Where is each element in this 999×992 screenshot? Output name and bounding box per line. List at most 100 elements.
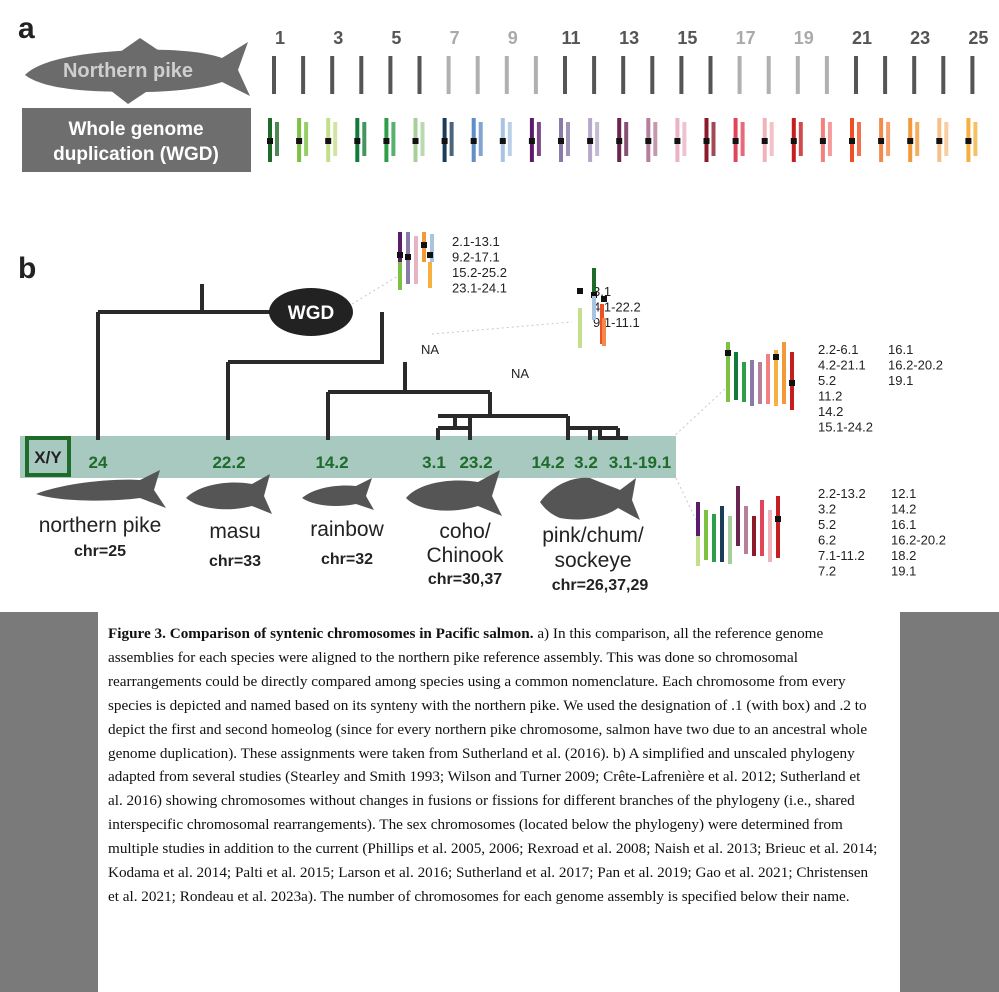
pike-label: Northern pike	[63, 60, 193, 82]
chr-pink: chr=26,37,29	[552, 577, 649, 594]
wgd-chrom-bar-24-2	[944, 122, 949, 156]
sex-label-chum: 3.2	[574, 453, 598, 472]
chrom-number-17: 17	[736, 28, 756, 48]
glyph2-bar	[592, 268, 596, 296]
list4a-item: 6.2	[818, 533, 836, 548]
fusion-list-3-col1: 2.2-6.14.2-21.15.211.214.215.1-24.2	[818, 342, 873, 435]
connector-lines	[351, 275, 727, 521]
wgd-chrom-bar-4-2	[362, 122, 367, 156]
chrom-number-23: 23	[910, 28, 930, 48]
wgd-chrom-bar-2-2	[304, 122, 309, 156]
wgd-chrom-bar-15-2	[682, 122, 687, 156]
glyph3-bar	[774, 350, 778, 406]
pike-chrom-bar-24	[941, 56, 946, 94]
sex-label-masu: 22.2	[212, 453, 245, 472]
panel-a-letter: a	[18, 12, 35, 45]
list3a-item: 14.2	[818, 404, 843, 419]
list3a-item: 11.2	[818, 389, 842, 404]
pike-chrom-bar-1	[272, 56, 276, 94]
caption-title: Figure 3. Comparison of syntenic chromos…	[108, 625, 534, 642]
wgd-chrom-bar-21-2	[857, 122, 861, 156]
wgd-chrom-bar-25-2	[973, 122, 978, 156]
wgd-centromere-box-14	[645, 138, 652, 144]
wgd-chrom-bar-11-2	[566, 122, 570, 156]
wgd-centromere-box-22	[878, 138, 885, 144]
chr-masu: chr=33	[209, 553, 261, 570]
species-pink-l2: sockeye	[554, 549, 631, 572]
wgd-box	[22, 108, 251, 172]
wgd-centromere-box-9	[499, 138, 506, 144]
species-masu: masu	[209, 520, 260, 543]
list4b-item: 14.2	[891, 502, 916, 517]
glyph2-box	[577, 288, 583, 294]
sex-label-pink: 14.2	[531, 453, 564, 472]
glyph3-bar	[782, 342, 786, 404]
wgd-centromere-box-4	[354, 138, 361, 144]
wgd-chrom-bar-6-2	[420, 122, 425, 156]
list4b-item: 12.1	[891, 486, 916, 501]
glyph4-bar	[696, 536, 700, 566]
list1-item: 9.2-17.1	[452, 250, 500, 265]
pike-chrom-bar-19	[795, 56, 800, 94]
glyph4-bar	[752, 516, 756, 556]
fish-pike	[36, 470, 166, 508]
species-pike: northern pike	[39, 514, 162, 537]
xy-box	[25, 436, 71, 477]
wgd-chromosome-bars	[267, 118, 978, 162]
wgd-centromere-box-18	[761, 138, 768, 144]
wgd-centromere-box-1	[267, 138, 273, 144]
pike-silhouette-a	[25, 38, 250, 104]
caption-body: a) In this comparison, all the reference…	[108, 625, 878, 905]
list4a-item: 2.2-13.2	[818, 486, 866, 501]
pike-chrom-bar-18	[766, 56, 771, 94]
figure-svg: Northern pike Whole genome duplication (…	[20, 28, 988, 594]
pike-chrom-bar-20	[824, 56, 829, 94]
glyph2-box	[591, 292, 597, 298]
list1-item: 23.1-24.1	[452, 281, 507, 296]
list3b-item: 16.1	[888, 342, 913, 357]
glyph4-bar	[736, 486, 740, 546]
chrom-number-7: 7	[450, 28, 460, 48]
list4b-item: 19.1	[891, 564, 916, 579]
glyph3-bar	[758, 362, 762, 404]
pike-chrom-bar-12	[592, 56, 597, 94]
wgd-chrom-bar-5-2	[391, 122, 396, 156]
pike-chrom-bar-6	[417, 56, 422, 94]
chrom-number-19: 19	[794, 28, 814, 48]
pike-chrom-bar-11	[563, 56, 567, 94]
pike-chrom-bar-21	[854, 56, 858, 94]
wgd-centromere-box-20	[819, 138, 826, 144]
glyph1-bar	[398, 232, 402, 262]
glyph1-box	[427, 252, 433, 258]
glyph1-bar	[398, 262, 402, 290]
species-coho-l2: Chinook	[426, 544, 504, 567]
wgd-chrom-bar-10-2	[536, 122, 541, 156]
wgd-chrom-bar-8-2	[478, 122, 483, 156]
pike-chrom-bar-17	[737, 56, 742, 94]
wgd-centromere-box-3	[325, 138, 332, 144]
species-rainbow: rainbow	[310, 518, 384, 541]
sex-label-coho: 3.1	[422, 453, 446, 472]
na-label-2: NA	[511, 366, 529, 381]
fish-silhouettes	[36, 470, 640, 520]
pike-chrom-bar-4	[359, 56, 364, 94]
wgd-centromere-box-19	[790, 138, 797, 144]
list3a-item: 15.1-24.2	[818, 420, 873, 435]
fish-masu	[186, 474, 272, 514]
pike-chrom-bar-10	[533, 56, 538, 94]
wgd-centromere-box-17	[732, 138, 739, 144]
fusion-list-3-col2: 16.116.2-20.219.1	[888, 342, 943, 388]
panel-b-letter: b	[18, 252, 37, 285]
wgd-centromere-box-10	[528, 138, 535, 144]
glyph2-bar	[578, 308, 582, 348]
sex-label-sockeye: 3.1-19.1	[609, 453, 671, 472]
wgd-centromere-box-25	[965, 138, 972, 144]
phylogeny-tree	[96, 284, 628, 440]
wgd-centromere-box-5	[383, 138, 390, 144]
pike-chromosome-bars	[272, 56, 975, 94]
pike-chrom-bar-9	[504, 56, 509, 94]
glyph1-box	[421, 242, 427, 248]
chr-pike: chr=25	[74, 543, 126, 560]
glyph3-box	[789, 380, 795, 386]
